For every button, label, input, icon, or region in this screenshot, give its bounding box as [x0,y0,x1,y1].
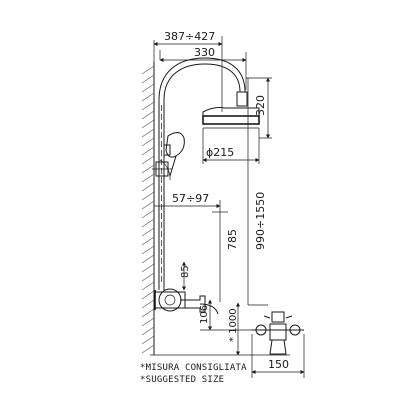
wall-hatch-mark [141,182,155,192]
slide-bar-clamp [152,161,172,177]
wall-hatch-mark [141,245,155,255]
wall-hatch-mark [141,191,155,201]
wall-hatch-mark [141,74,155,84]
hand-shower [159,132,185,180]
wall-hatch-mark [141,173,155,183]
wall-hatch-mark [141,200,155,210]
wall-hatch-mark [141,137,155,147]
dim-head-diameter: ϕ215 [206,146,234,159]
dimension-lines [150,36,305,378]
wall-hatch-mark [141,218,155,228]
dim-mixer-to-bar: 85 [180,265,191,278]
wall-hatch-mark [141,209,155,219]
wall-hatch-mark [141,146,155,156]
wall-hatch-mark [141,110,155,120]
note-italian: *MISURA CONSIGLIATA [140,363,247,373]
dim-total-height: 990÷1550 [254,192,267,250]
wall-hatch-mark [141,326,155,336]
wall-hatch-mark [141,263,155,273]
gooseneck-arm [158,57,246,101]
wall-hatch-mark [141,128,155,138]
dim-mixer-width: 150 [268,358,289,371]
wall-hatch-mark [141,92,155,102]
wall [141,62,155,355]
dim-arm-width: 330 [194,46,215,59]
wall-hatch-mark [141,83,155,93]
dim-bar-length: 785 [226,229,239,250]
dim-handshower-offset: 57÷97 [172,192,209,205]
dim-mixer-offset: 106 [199,305,210,324]
wall-hatch-mark [141,308,155,318]
wall-hatch-mark [141,164,155,174]
note-english: *SUGGESTED SIZE [140,375,224,385]
wall-hatch-mark [141,65,155,75]
wall-hatch-mark [141,299,155,309]
wall-hatch-mark [141,335,155,345]
wall-hatch-mark [141,254,155,264]
mixer-front-view [252,311,304,355]
wall-hatch-mark [141,281,155,291]
dim-head-drop: 320 [254,95,267,116]
wall-hatch-mark [141,344,155,354]
wall-hatch-mark [141,317,155,327]
shower-head [202,91,260,129]
wall-hatch-mark [141,236,155,246]
wall-hatch-mark [141,272,155,282]
wall-hatch-mark [141,290,155,300]
dim-width-range: 387÷427 [164,30,215,43]
wall-hatch-mark [141,227,155,237]
wall-hatch-mark [141,155,155,165]
wall-hatch-mark [141,119,155,129]
riser-pipe [158,100,165,290]
wall-hatch-mark [141,101,155,111]
dim-mixer-height: * 1000 [228,308,239,342]
